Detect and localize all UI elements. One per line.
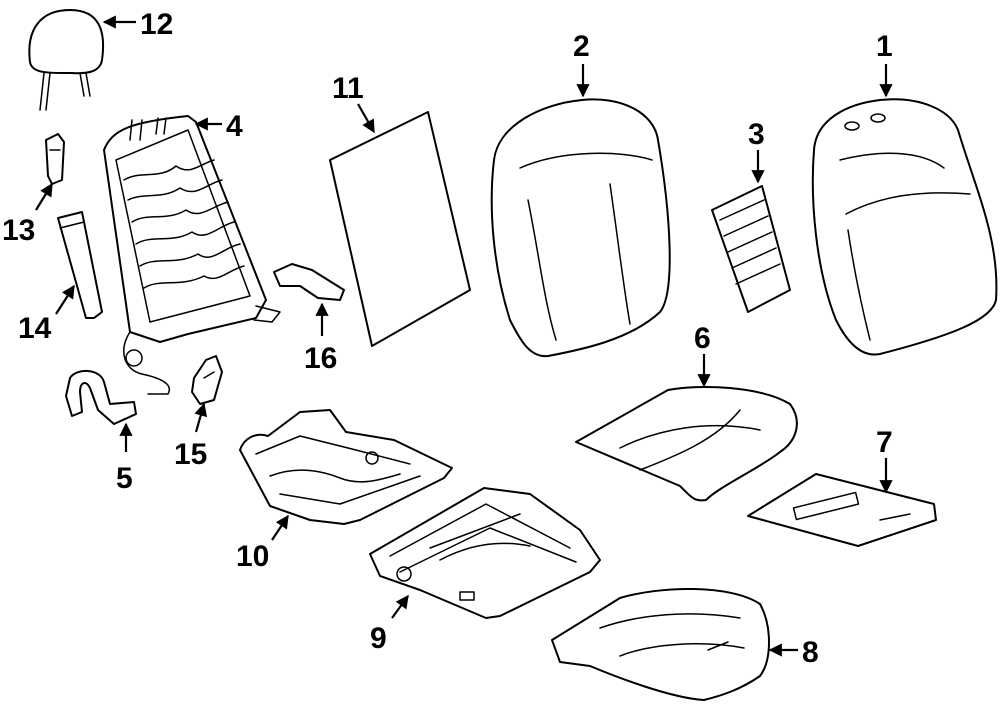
callout-11: 11	[332, 72, 364, 105]
leader-9	[391, 594, 409, 619]
callout-9: 9	[370, 622, 387, 655]
recliner-cover-part[interactable]	[273, 263, 345, 301]
headrest-part[interactable]	[28, 9, 105, 111]
leader-lines	[35, 15, 893, 657]
callout-10: 10	[236, 540, 269, 573]
seat-back-cover-part[interactable]	[490, 98, 671, 358]
leader-14	[55, 284, 75, 315]
callout-labels: 1 2 3 4 5 6 7 8 9 10 11 12 13 14 15 16	[2, 8, 893, 669]
lumbar-support-part[interactable]	[711, 185, 791, 313]
callout-5: 5	[116, 462, 133, 495]
callout-12: 12	[140, 8, 173, 41]
bracket-part[interactable]	[65, 370, 137, 425]
seat-track-part[interactable]	[369, 487, 601, 619]
callout-2: 2	[573, 30, 590, 63]
seat-back-cushion-part[interactable]	[811, 98, 998, 356]
leader-10	[271, 514, 289, 541]
callout-15: 15	[174, 438, 207, 471]
callout-7: 7	[876, 426, 893, 459]
callout-13: 13	[2, 214, 35, 247]
callout-6: 6	[694, 322, 711, 355]
back-panel-board-part[interactable]	[329, 111, 471, 347]
callout-8: 8	[802, 636, 819, 669]
callout-3: 3	[748, 118, 765, 151]
callout-16: 16	[304, 342, 337, 375]
headrest-guide-part[interactable]	[45, 133, 65, 185]
hinge-bracket-part[interactable]	[191, 355, 223, 405]
leader-13	[35, 182, 53, 211]
seat-heater-pad-part[interactable]	[747, 473, 937, 547]
leader-15	[194, 402, 208, 433]
callout-14: 14	[18, 312, 52, 345]
seat-pan-frame-part[interactable]	[239, 409, 453, 525]
seat-cushion-pad-part[interactable]	[551, 587, 770, 701]
seat-cushion-cover-part[interactable]	[575, 385, 798, 502]
side-trim-part[interactable]	[57, 211, 103, 319]
leader-11	[357, 103, 375, 134]
callout-4: 4	[226, 110, 243, 143]
callout-1: 1	[876, 30, 893, 63]
seat-back-frame-part[interactable]	[103, 115, 281, 395]
